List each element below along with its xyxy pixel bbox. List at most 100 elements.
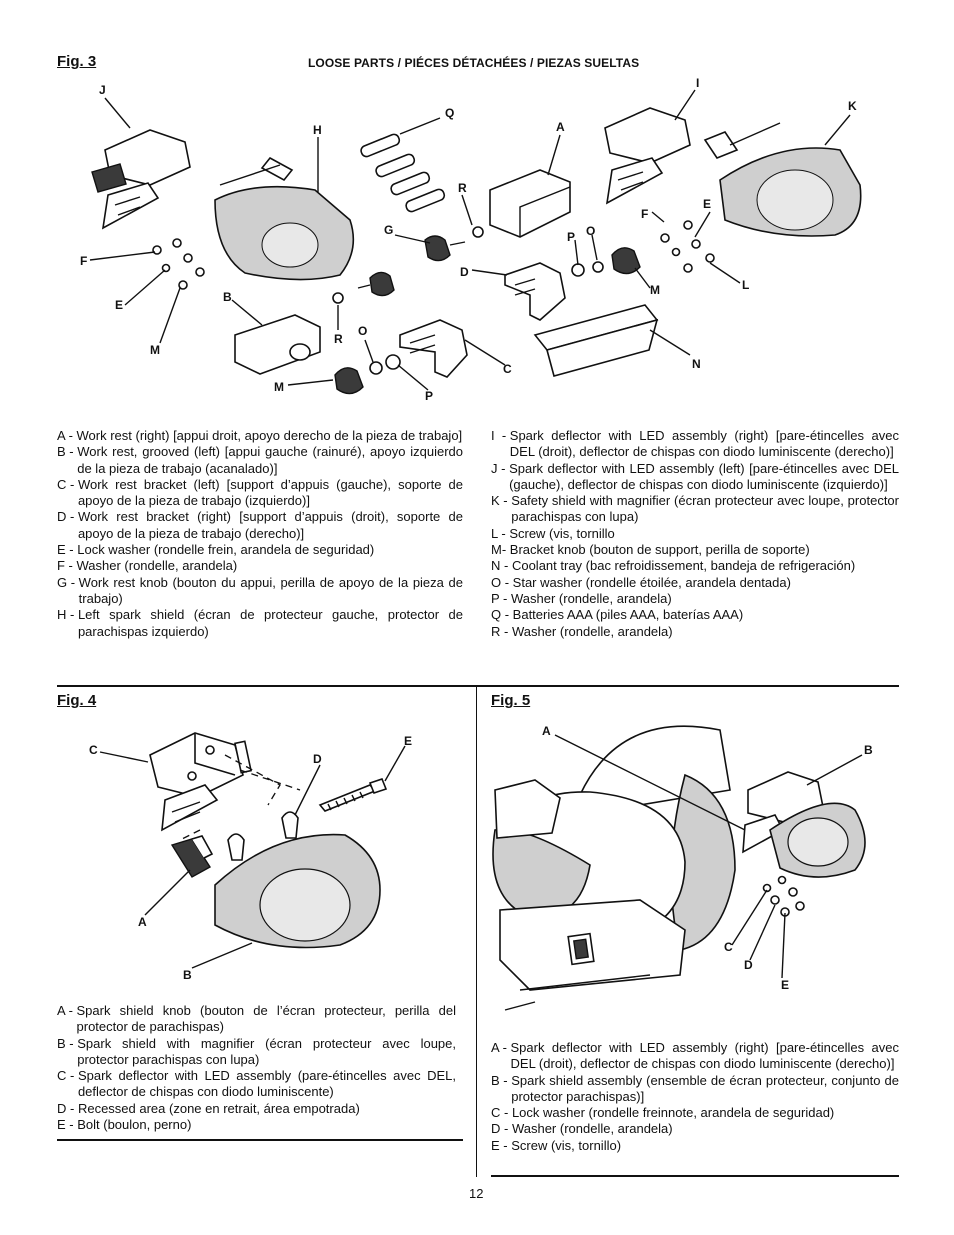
legend-item-n: N - Coolant tray (bac refroidissement, b… bbox=[491, 558, 856, 574]
fig5-callout-d: D bbox=[744, 958, 753, 972]
part-c-work-rest-bracket-left bbox=[399, 319, 468, 378]
legend-item-a: A - Work rest (right) [appui droit, apoy… bbox=[57, 428, 463, 443]
legend-item-g: G - Work rest knob (bouton du appui, per… bbox=[57, 574, 463, 606]
fig3-callout-o: O bbox=[586, 224, 596, 238]
fig3-leader-lines bbox=[89, 89, 851, 391]
fig3-parts-illustration bbox=[89, 89, 862, 395]
fig3-callout-n: N bbox=[692, 357, 701, 371]
fig3-callout-q: Q bbox=[445, 106, 455, 120]
legend-item-f: F - Washer (rondelle, arandela) bbox=[57, 558, 238, 574]
legend-item-i: I - Spark deflector with LED assembly (r… bbox=[491, 428, 899, 460]
fig3-callout-c: C bbox=[503, 362, 512, 376]
fig4-bottom-rule bbox=[57, 1139, 463, 1141]
fig3-callout-d: D bbox=[460, 265, 469, 279]
fig5-bottom-rule bbox=[491, 1175, 899, 1177]
fig3-callout-m-lower: M bbox=[274, 380, 284, 394]
fig4-callout-e: E bbox=[404, 734, 413, 748]
fig5-callout-b: B bbox=[864, 743, 873, 757]
hardware-right bbox=[660, 220, 715, 273]
page-number: 12 bbox=[469, 1186, 484, 1201]
legend-item-q: Q - Batteries AAA (piles AAA, baterías A… bbox=[491, 607, 744, 623]
fig4-legend-item-e: E - Bolt (boulon, perno) bbox=[57, 1117, 192, 1133]
legend-item-p: P - Washer (rondelle, arandela) bbox=[491, 590, 672, 606]
legend-item-e: E - Lock washer (rondelle frein, arandel… bbox=[57, 542, 375, 558]
part-m-bracket-knob-2 bbox=[334, 367, 364, 395]
fig3-callout-r: R bbox=[458, 181, 467, 195]
part-o-star-washer bbox=[592, 261, 604, 273]
part-h-left-spark-shield bbox=[214, 156, 355, 281]
fig4-legend-item-b: B - Spark shield with magnifier (écran p… bbox=[57, 1035, 456, 1067]
part-m-bracket-knob bbox=[611, 247, 641, 275]
part-o-star-washer-2 bbox=[369, 361, 383, 375]
fig4-legend: A - Spark shield knob (bouton de l’écran… bbox=[57, 1003, 456, 1133]
fig3-callout-i: I bbox=[696, 76, 700, 90]
legend-item-o: O - Star washer (rondelle étoilée, arand… bbox=[491, 574, 791, 590]
fig4-bolt bbox=[318, 778, 388, 812]
fig3-callout-h: H bbox=[313, 123, 322, 137]
fig5-legend-item-a: A - Spark deflector with LED assembly (r… bbox=[491, 1040, 899, 1072]
fig3-callout-g: G bbox=[384, 223, 394, 237]
fig5-spark-shield bbox=[769, 802, 866, 878]
fig3-callout-p-lower: P bbox=[425, 389, 434, 403]
fig4-callout-a: A bbox=[138, 915, 147, 929]
fig4-legend-item-d: D - Recessed area (zone en retrait, área… bbox=[57, 1100, 360, 1116]
legend-item-b: B - Work rest, grooved (left) [appui gau… bbox=[57, 444, 463, 476]
fig4-callout-c: C bbox=[89, 743, 98, 757]
fig3-heading: LOOSE PARTS / PIÉCES DÉTACHÉES / PIEZAS … bbox=[308, 56, 640, 70]
part-g-work-rest-knob bbox=[424, 235, 466, 262]
fig3-callout-p: P bbox=[567, 230, 576, 244]
fig5-legend-item-c: C - Lock washer (rondelle freinnote, ara… bbox=[491, 1105, 835, 1121]
fig5-legend-item-e: E - Screw (vis, tornillo) bbox=[491, 1137, 622, 1153]
fig5-callout-a: A bbox=[542, 724, 551, 738]
fig4-illustration bbox=[99, 732, 406, 969]
fig3-callout-b: B bbox=[223, 290, 232, 304]
fig5-grinder-body bbox=[492, 725, 736, 1011]
fig3-callout-e-left: E bbox=[115, 298, 124, 312]
fig5-legend: A - Spark deflector with LED assembly (r… bbox=[491, 1040, 899, 1154]
fig5-title: Fig. 5 bbox=[491, 692, 531, 709]
fig4-title: Fig. 4 bbox=[57, 692, 97, 709]
fig3-title: Fig. 3 bbox=[57, 53, 97, 70]
fig3-callout-j: J bbox=[99, 83, 106, 97]
fig5-callout-c: C bbox=[724, 940, 733, 954]
legend-item-r: R - Washer (rondelle, arandela) bbox=[491, 623, 673, 639]
section-divider bbox=[57, 685, 899, 687]
part-n-coolant-tray bbox=[533, 304, 659, 377]
fig4-legend-item-c: C - Spark deflector with LED assembly (p… bbox=[57, 1068, 456, 1100]
column-divider bbox=[476, 687, 477, 1177]
fig5-hardware bbox=[762, 875, 805, 917]
fig3-callout-e-right: E bbox=[703, 197, 712, 211]
fig5-legend-item-d: D - Washer (rondelle, arandela) bbox=[491, 1121, 673, 1137]
legend-item-c: C - Work rest bracket (left) [support d’… bbox=[57, 476, 463, 509]
part-j-spark-deflector-left bbox=[91, 129, 191, 230]
part-q-batteries bbox=[360, 133, 446, 213]
fig3-callout-l: L bbox=[742, 278, 750, 292]
legend-item-d: D - Work rest bracket (right) [support d… bbox=[57, 509, 463, 541]
fig3-callout-m-left: M bbox=[150, 343, 160, 357]
fig3-legend-left: A - Work rest (right) [appui droit, apoy… bbox=[57, 428, 463, 640]
legend-item-l: L - Screw (vis, tornillo bbox=[491, 525, 615, 541]
legend-item-h: H - Left spark shield (écran de protecte… bbox=[57, 607, 463, 639]
legend-item-j: J - Spark deflector with LED assembly (l… bbox=[491, 460, 899, 492]
fig3-callout-f-left: F bbox=[80, 254, 88, 268]
part-b-work-rest-grooved bbox=[234, 314, 321, 375]
part-r-washer bbox=[472, 226, 484, 238]
fig4-spark-shield-knob bbox=[170, 835, 214, 878]
part-a-work-rest-right bbox=[489, 169, 571, 238]
fig4-callout-b: B bbox=[183, 968, 192, 982]
part-k-safety-shield bbox=[703, 122, 862, 237]
fig5-illustration bbox=[492, 725, 866, 1011]
fig4-legend-item-a: A - Spark shield knob (bouton de l’écran… bbox=[57, 1003, 456, 1035]
fig3-callout-f-right: F bbox=[641, 207, 649, 221]
part-r-washer-2 bbox=[332, 292, 344, 304]
fig3-callout-r-lower: R bbox=[334, 332, 343, 346]
fig4-spark-deflector bbox=[149, 732, 252, 832]
fig3-callout-m-right: M bbox=[650, 283, 660, 297]
fig5-legend-item-b: B - Spark shield assembly (ensemble de é… bbox=[491, 1072, 899, 1104]
part-p-washer-2 bbox=[385, 354, 401, 370]
part-d-work-rest-bracket-right bbox=[504, 262, 566, 321]
fig3-legend-right: I - Spark deflector with LED assembly (r… bbox=[491, 428, 899, 640]
fig3-callout-o-lower: O bbox=[358, 324, 368, 338]
fig4-callout-d: D bbox=[313, 752, 322, 766]
part-knob-lower bbox=[357, 271, 395, 297]
